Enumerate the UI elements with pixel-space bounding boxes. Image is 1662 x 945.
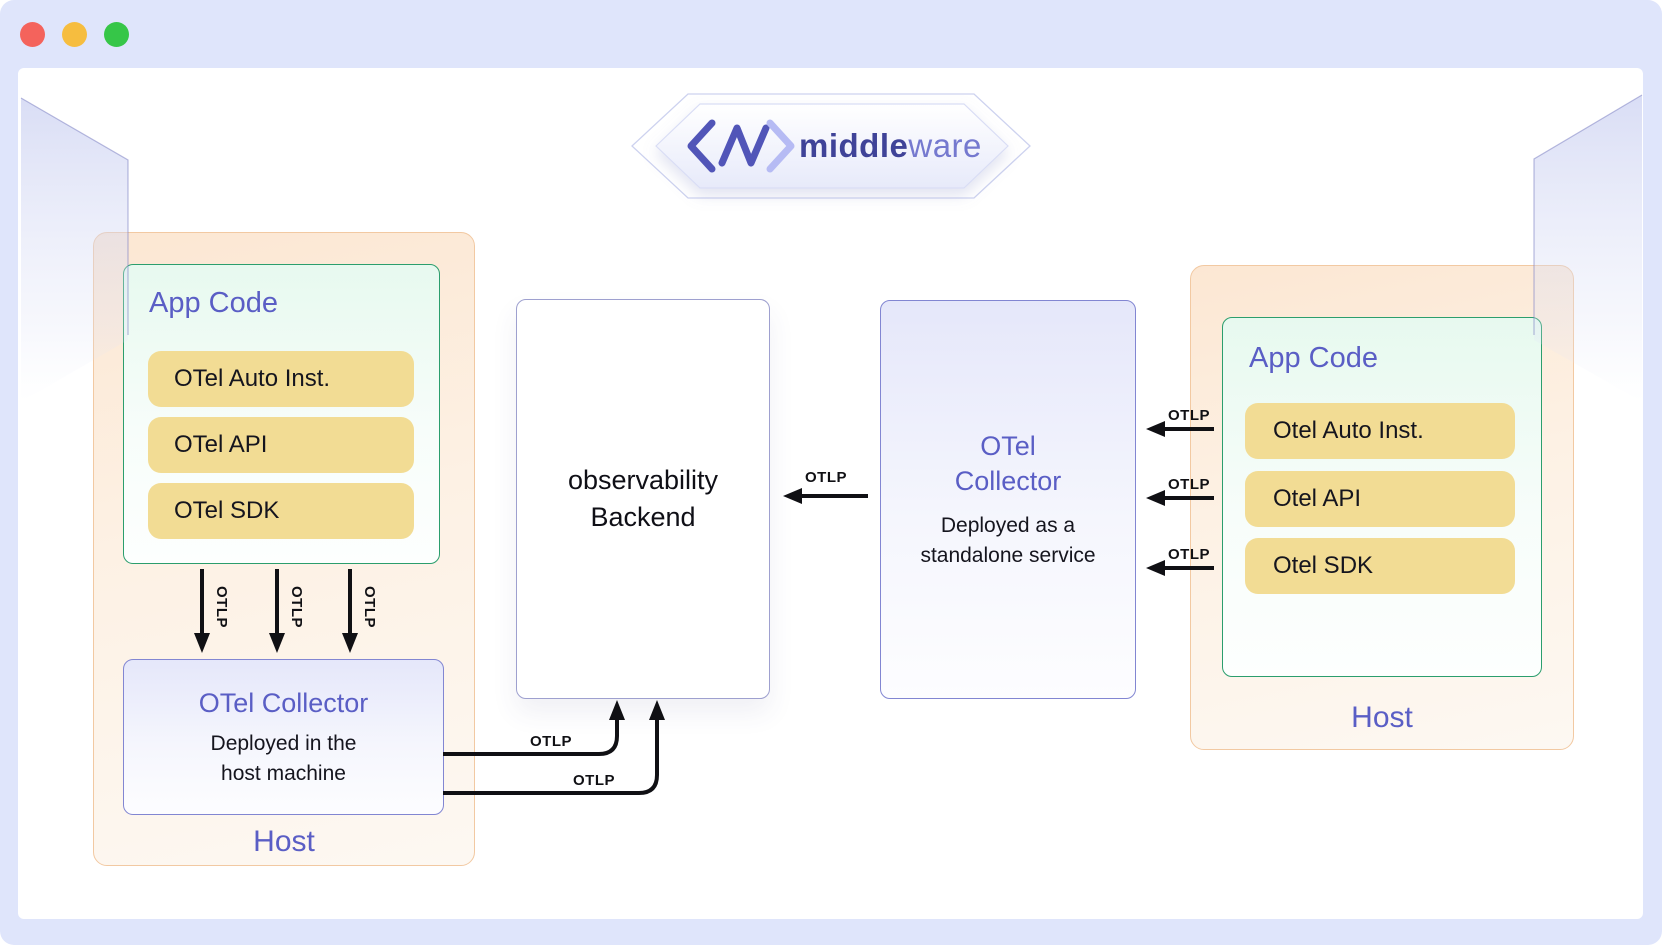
chip-otel-auto-inst-right: Otel Auto Inst. [1245,403,1515,459]
app-code-box-right: App Code Otel Auto Inst. Otel API Otel S… [1222,317,1542,677]
app-code-box-left: App Code OTel Auto Inst. OTel API OTel S… [123,264,440,564]
collector-title-host: OTel Collector [198,688,369,718]
host-label-right: Host [1351,701,1413,734]
collector-box-host: OTel Collector Deployed in the host mach… [123,659,444,815]
backend-label-line2: Backend [590,502,696,532]
chip-otel-sdk-right: Otel SDK [1245,538,1515,594]
collector-box-standalone: OTel Collector Deployed as a standalone … [880,300,1136,699]
observability-backend-box: observability Backend [516,299,770,699]
backend-label-line1: observability [567,465,719,495]
app-code-title-left: App Code [149,287,278,319]
app-code-title-right: App Code [1249,342,1378,374]
close-button[interactable] [20,22,45,47]
collector-title-standalone: OTel Collector [954,430,1062,496]
maximize-button[interactable] [104,22,129,47]
chip-otel-api-right: Otel API [1245,471,1515,527]
chip-otel-auto-inst-left: OTel Auto Inst. [148,351,414,407]
collector-subtitle-host: Deployed in the host machine [210,732,357,785]
chip-otel-api-left: OTel API [148,417,414,473]
wordmark-ware: ware [908,127,982,164]
host-label-left: Host [253,825,315,858]
chip-otel-sdk-left: OTel SDK [148,483,414,539]
minimize-button[interactable] [62,22,87,47]
wordmark-middle: middle [799,127,909,164]
collector-subtitle-standalone: Deployed as a standalone service [920,513,1096,567]
